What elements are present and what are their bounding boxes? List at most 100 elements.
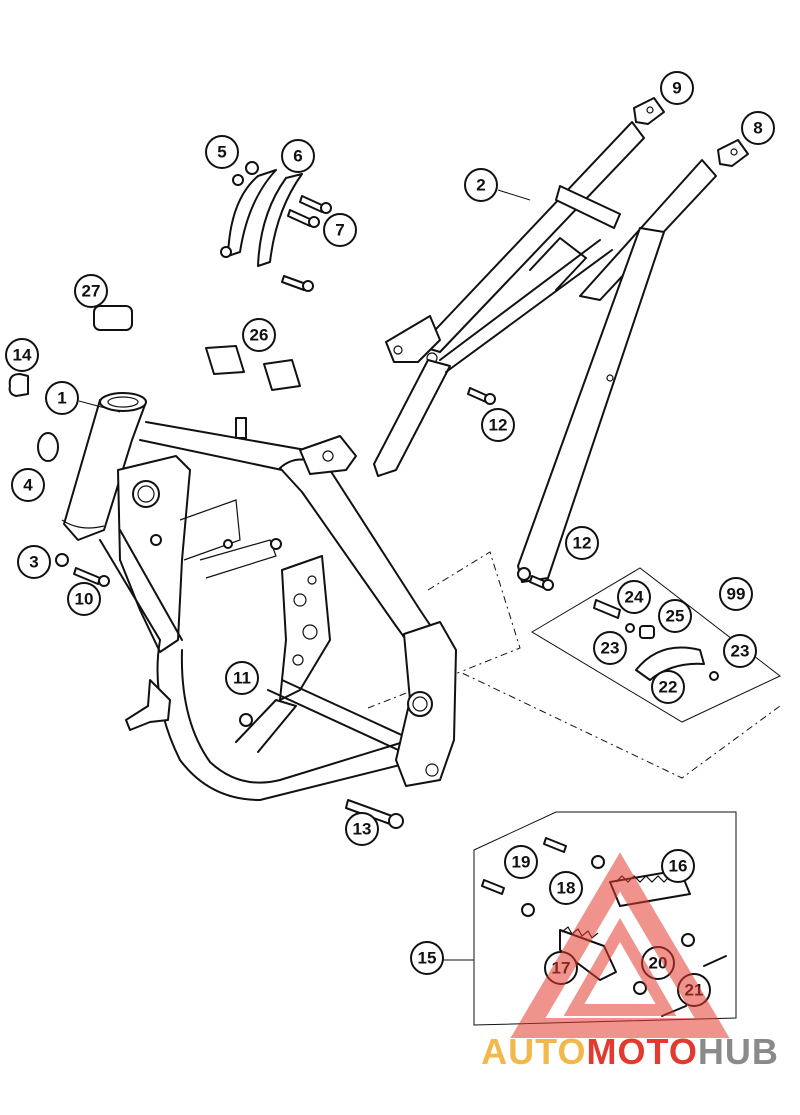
callout-10: 10	[67, 582, 101, 616]
spar-hole-inner	[137, 485, 155, 503]
rear-upper-bracket	[299, 435, 357, 475]
part-14-clamp	[8, 373, 29, 397]
part-5-nut-bottom	[220, 246, 232, 258]
part-19-pin-a	[543, 837, 567, 853]
part-7-bolt-a-head	[320, 202, 332, 214]
subframe-diag-a	[439, 239, 601, 361]
part-7-bolt-c-head	[302, 280, 314, 292]
callout-4-label: 4	[23, 476, 33, 495]
callout-9-label: 9	[672, 79, 681, 98]
callout-15: 15	[410, 941, 444, 975]
steering-head-top-inner	[107, 396, 139, 408]
inner-brace-2	[199, 539, 277, 579]
callout-18-label: 18	[557, 879, 576, 898]
callout-27: 27	[74, 274, 108, 308]
callout-2: 2	[464, 168, 498, 202]
part-5-nut	[232, 174, 244, 186]
part-24-bolt	[593, 599, 621, 619]
down-tube-b	[119, 529, 183, 641]
callout-22-label: 22	[659, 678, 678, 697]
pivot-hole	[407, 691, 433, 717]
group-outlines	[367, 551, 781, 1026]
bracket-hole	[322, 450, 334, 462]
subframe-inner-brace	[529, 237, 587, 291]
part-26-pad-left	[205, 345, 245, 375]
main-spar-left	[117, 455, 191, 653]
part-23-washer-b	[709, 671, 719, 681]
part-19-pin-b	[481, 879, 505, 895]
part-18-spring-a	[591, 855, 605, 869]
main-frame	[61, 392, 457, 801]
top-mount-stub	[235, 417, 247, 439]
engine-mount-bolt-a	[150, 534, 162, 546]
callout-2-label: 2	[476, 176, 485, 195]
part-26-pad-right	[263, 359, 301, 391]
callout-8: 8	[741, 111, 775, 145]
subframe-cross-tube	[555, 185, 621, 229]
callout-18: 18	[549, 871, 583, 905]
part-23-washer-a	[625, 623, 635, 633]
callout-3-label: 3	[29, 553, 38, 572]
callout-22: 22	[651, 670, 685, 704]
leader-2	[497, 189, 531, 201]
callout-25-label: 25	[666, 607, 685, 626]
plate-hole-2	[302, 624, 318, 640]
callout-5: 5	[205, 135, 239, 169]
callout-26-label: 26	[250, 326, 269, 345]
subframe-bottom-eye	[517, 567, 531, 581]
callout-7: 7	[323, 213, 357, 247]
end-cap-9-hole	[646, 106, 654, 114]
part-10-bolt-head	[98, 575, 110, 587]
subframe-front-plate	[385, 315, 441, 363]
watermark-triangle	[510, 852, 730, 1038]
callout-6: 6	[281, 139, 315, 173]
callout-11-label: 11	[233, 669, 251, 688]
callout-12-lower: 12	[565, 526, 599, 560]
callout-26: 26	[242, 318, 276, 352]
cradle-cross-bar	[235, 699, 297, 753]
callout-23-right-label: 23	[731, 642, 750, 661]
callout-24: 24	[617, 580, 651, 614]
engine-mount-bolt-c	[223, 539, 233, 549]
plate-hole-1	[293, 593, 307, 607]
callout-16: 16	[661, 849, 695, 883]
leader-lines	[78, 189, 737, 961]
callout-23-left: 23	[593, 631, 627, 665]
watermark-text: AUTOMOTOHUB	[481, 1031, 779, 1072]
watermark-hub: HUB	[698, 1031, 779, 1072]
callout-14-label: 14	[13, 346, 32, 365]
callout-27-label: 27	[82, 282, 101, 301]
watermark-moto: MOTO	[587, 1031, 698, 1072]
callout-4: 4	[11, 468, 45, 502]
lower-cross-tube	[267, 689, 421, 761]
steering-head-lower-ring	[61, 519, 105, 529]
callout-6-label: 6	[293, 147, 302, 166]
callout-19-label: 19	[512, 853, 531, 872]
subframe-side-hole	[606, 374, 614, 382]
watermark-inner-triangle	[563, 917, 677, 1016]
part-4-cap	[37, 432, 59, 462]
spar-hole	[132, 480, 160, 508]
callout-7-label: 7	[335, 221, 344, 240]
part-20-washer-a	[681, 933, 695, 947]
cradle-tube-outer	[156, 639, 421, 801]
frame-center-plate	[279, 555, 331, 701]
part-5-nut-top	[245, 161, 259, 175]
callout-99: 99	[719, 577, 753, 611]
dashed-plane-lower	[367, 671, 781, 779]
part-12-bolt-upper-head	[484, 393, 496, 405]
callout-25: 25	[658, 599, 692, 633]
part-13-bolt-head	[388, 813, 404, 829]
callout-10-label: 10	[75, 590, 94, 609]
part-6-strap	[257, 173, 303, 267]
callout-12-lower-label: 12	[573, 534, 592, 553]
part-3-nut	[55, 553, 69, 567]
callout-23-left-label: 23	[601, 639, 620, 658]
callout-15-label: 15	[418, 949, 437, 968]
subframe-diag-b	[445, 249, 613, 373]
part-11-nut	[239, 713, 253, 727]
callout-23-right: 23	[723, 634, 757, 668]
part-5-strap	[227, 169, 277, 257]
group-15-outline	[473, 811, 737, 1026]
part-7-bolt-b-head	[308, 216, 320, 228]
